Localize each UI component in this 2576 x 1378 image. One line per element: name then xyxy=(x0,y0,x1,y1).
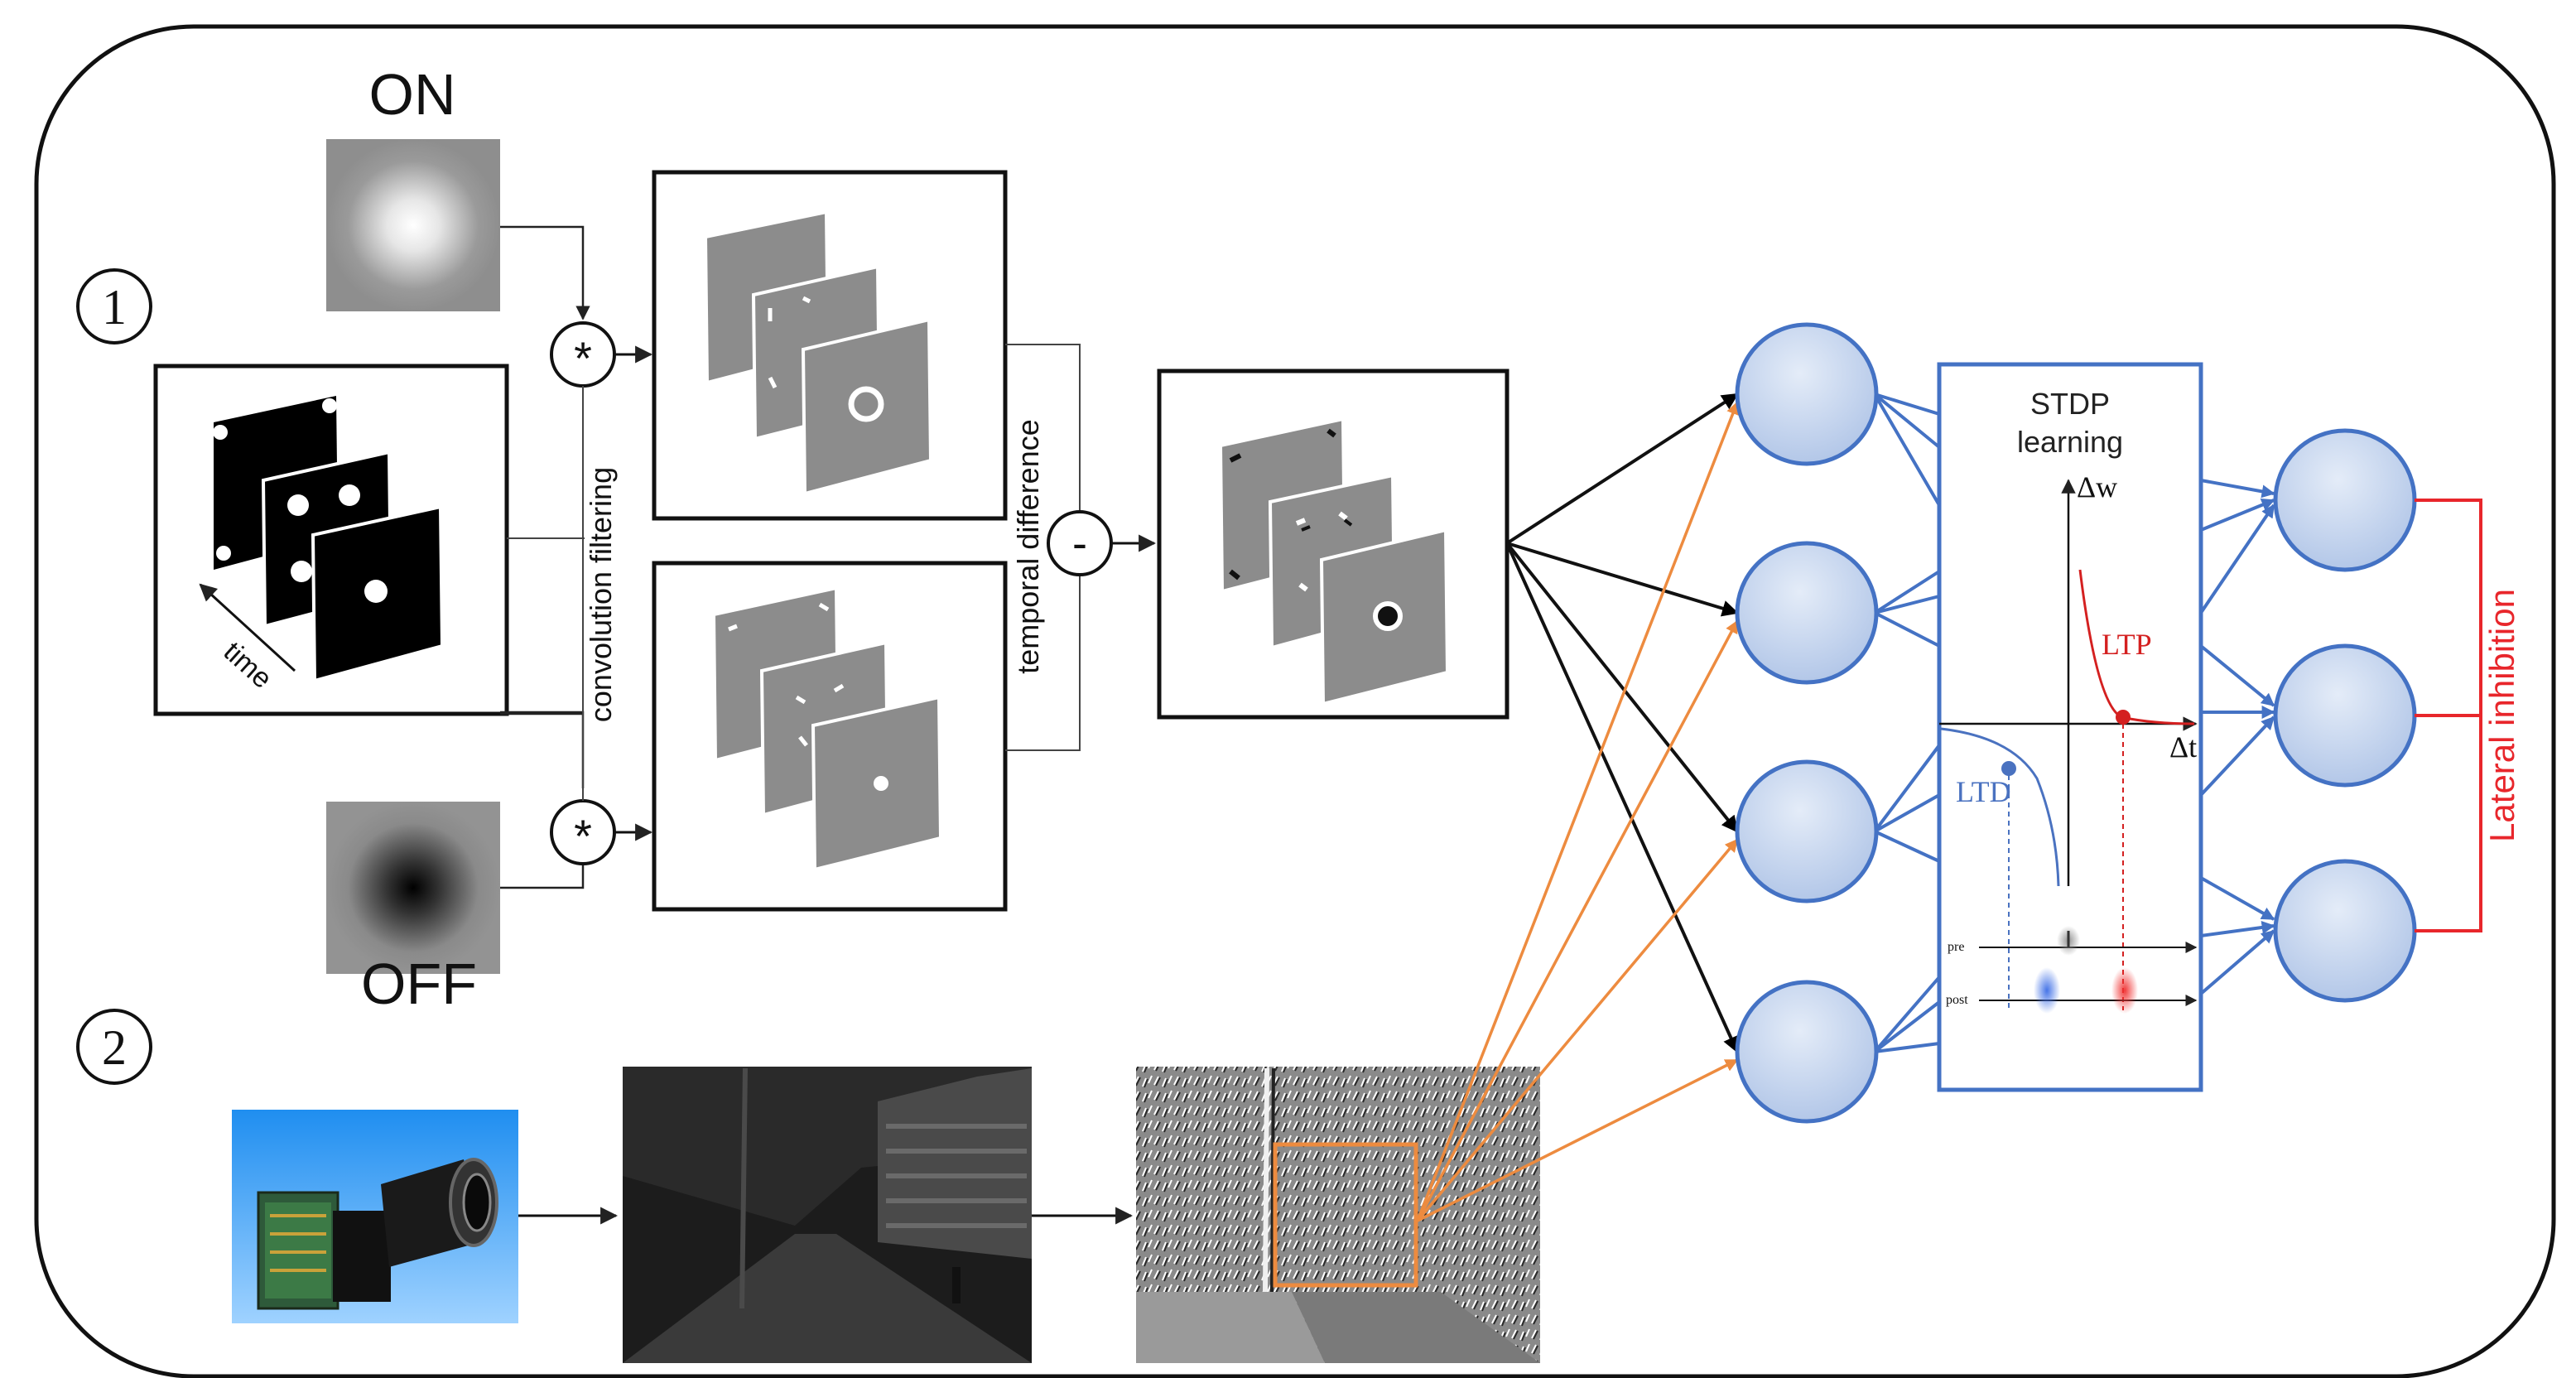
dt-axis-label: Δt xyxy=(2169,730,2197,764)
pre-train-label: pre xyxy=(1948,940,1964,954)
output-neuron-1 xyxy=(2273,428,2417,572)
output-neuron-layer xyxy=(2273,428,2417,1003)
off-filter-label: OFF xyxy=(361,952,477,1016)
off-filter-kernel xyxy=(326,802,500,974)
convolution-operator-on: * xyxy=(550,321,616,388)
off-filtered-frames-panel xyxy=(652,561,1008,912)
convolution-symbol-on: * xyxy=(574,332,592,384)
stdp-title-line2: learning xyxy=(2017,425,2123,459)
stdp-title-line1: STDP xyxy=(2030,387,2110,421)
input-neuron-3 xyxy=(1735,759,1879,903)
input-neuron-2 xyxy=(1735,541,1879,685)
difference-symbol: - xyxy=(1072,518,1087,568)
input-frames-panel: time xyxy=(153,364,509,716)
stdp-panel xyxy=(1937,362,2203,1092)
event-frame-image xyxy=(1136,1067,1540,1363)
ltp-label: LTP xyxy=(2102,628,2152,661)
stdp-to-output-connections xyxy=(2199,479,2275,995)
input-neuron-1 xyxy=(1735,322,1879,466)
difference-output-panel xyxy=(1157,369,1509,720)
street-scene-photo xyxy=(623,1067,1032,1363)
svg-text:2: 2 xyxy=(102,1020,127,1075)
lateral-inhibition-connections xyxy=(2415,499,2482,932)
input-to-stdp-connections xyxy=(1873,393,1941,1053)
section-marker-1: ① 1 xyxy=(76,268,152,344)
convolution-filtering-label: convolution filtering xyxy=(584,467,618,722)
event-camera-photo xyxy=(232,1110,518,1323)
convolution-operator-off: * xyxy=(550,799,616,865)
output-neuron-2 xyxy=(2273,643,2417,788)
lateral-inhibition-label: Lateral inhibition xyxy=(2482,589,2521,842)
region-of-interest-box xyxy=(1273,1142,1418,1288)
on-filter-kernel xyxy=(326,139,500,311)
on-filtered-frames-panel xyxy=(652,170,1008,521)
temporal-difference-label: temporal difference xyxy=(1011,419,1045,674)
convolution-symbol-off: * xyxy=(574,810,592,862)
ltp-point xyxy=(2116,710,2131,725)
ltd-curve xyxy=(1940,727,2060,887)
section-marker-2: ② 2 xyxy=(76,1009,152,1085)
ltd-point xyxy=(2001,761,2016,776)
stdp-learning-plot: STDP learning Δw Δt LTP LTD pre post xyxy=(1939,387,2198,1014)
difference-operator: - xyxy=(1047,510,1113,576)
input-neuron-4 xyxy=(1735,980,1879,1124)
ltd-label: LTD xyxy=(1956,775,2011,808)
post-train-label: post xyxy=(1946,993,1968,1007)
input-neuron-layer xyxy=(1735,322,1879,1124)
svg-text:1: 1 xyxy=(102,280,127,335)
output-neuron-3 xyxy=(2273,859,2417,1003)
outer-frame xyxy=(34,24,2556,1378)
on-filter-label: ON xyxy=(369,62,456,127)
dw-axis-label: Δw xyxy=(2077,470,2117,504)
